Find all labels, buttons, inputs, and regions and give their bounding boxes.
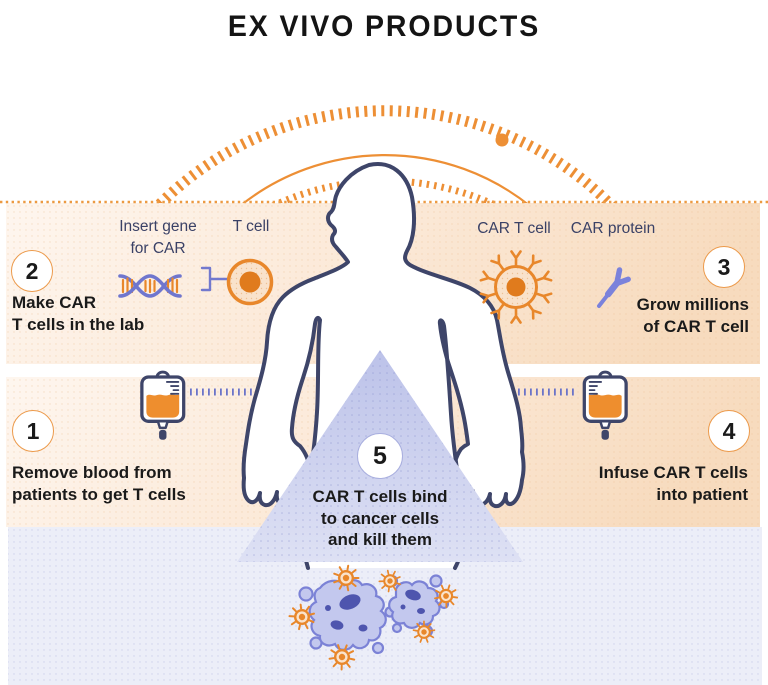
step-5-line1: CAR T cells bind [312,487,448,506]
car-t-cell-icon [479,250,553,324]
step-3-line1: Grow millions [636,295,749,314]
step-1-text: Remove blood from patients to get T cell… [12,462,186,506]
step-5-line2: to cancer cells [320,508,440,528]
step-4-line1: Infuse CAR T cells [598,463,748,482]
step-3-text: Grow millions of CAR T cell [637,294,749,338]
signal-dot [495,133,509,147]
label-insert-gene-line1: Insert gene [119,218,197,235]
step-1-number: 1 [26,417,40,444]
step-3-number-badge: 3 [703,246,745,288]
label-car-t-cell: CAR T cell [477,220,551,237]
step-2-number: 2 [25,257,39,284]
step-2-number-badge: 2 [11,250,53,292]
step-5-line3: and kill them [328,530,432,549]
step-2-line1: Make CAR [12,293,97,312]
step-1-number-badge: 1 [12,410,54,452]
label-car-protein: CAR protein [570,220,656,237]
middle-solid-arc [239,154,531,207]
step-5-number: 5 [373,441,387,470]
car-protein-icon [597,267,631,308]
step-2-line2: T cells in the lab [12,315,145,334]
step-2-text: Make CAR T cells in the lab [12,292,144,336]
inner-dashed-arc [271,177,499,210]
step-4-line2: into patient [656,485,748,504]
label-insert-gene: Insert gene for CAR [98,216,218,260]
step-4-text: Infuse CAR T cells into patient [599,462,748,506]
step-4-number: 4 [722,417,736,444]
dna-helix-icon [118,274,182,298]
step-1-line1: Remove blood from [12,463,172,482]
step-5-number-badge: 5 [357,433,403,479]
label-t-cell: T cell [232,218,270,235]
page-title: EX VIVO PRODUCTS [227,10,541,43]
t-cell-icon [226,258,274,306]
step-4-number-badge: 4 [708,410,750,452]
label-insert-gene-line2: for CAR [130,240,186,257]
gene-insert-bracket [200,266,232,292]
step-1-line2: patients to get T cells [12,485,186,504]
step-5-text: CAR T cells bind to cancer cells and kil… [280,486,480,551]
step-3-line2: of CAR T cell [643,317,749,336]
step-3-number: 3 [717,253,731,280]
